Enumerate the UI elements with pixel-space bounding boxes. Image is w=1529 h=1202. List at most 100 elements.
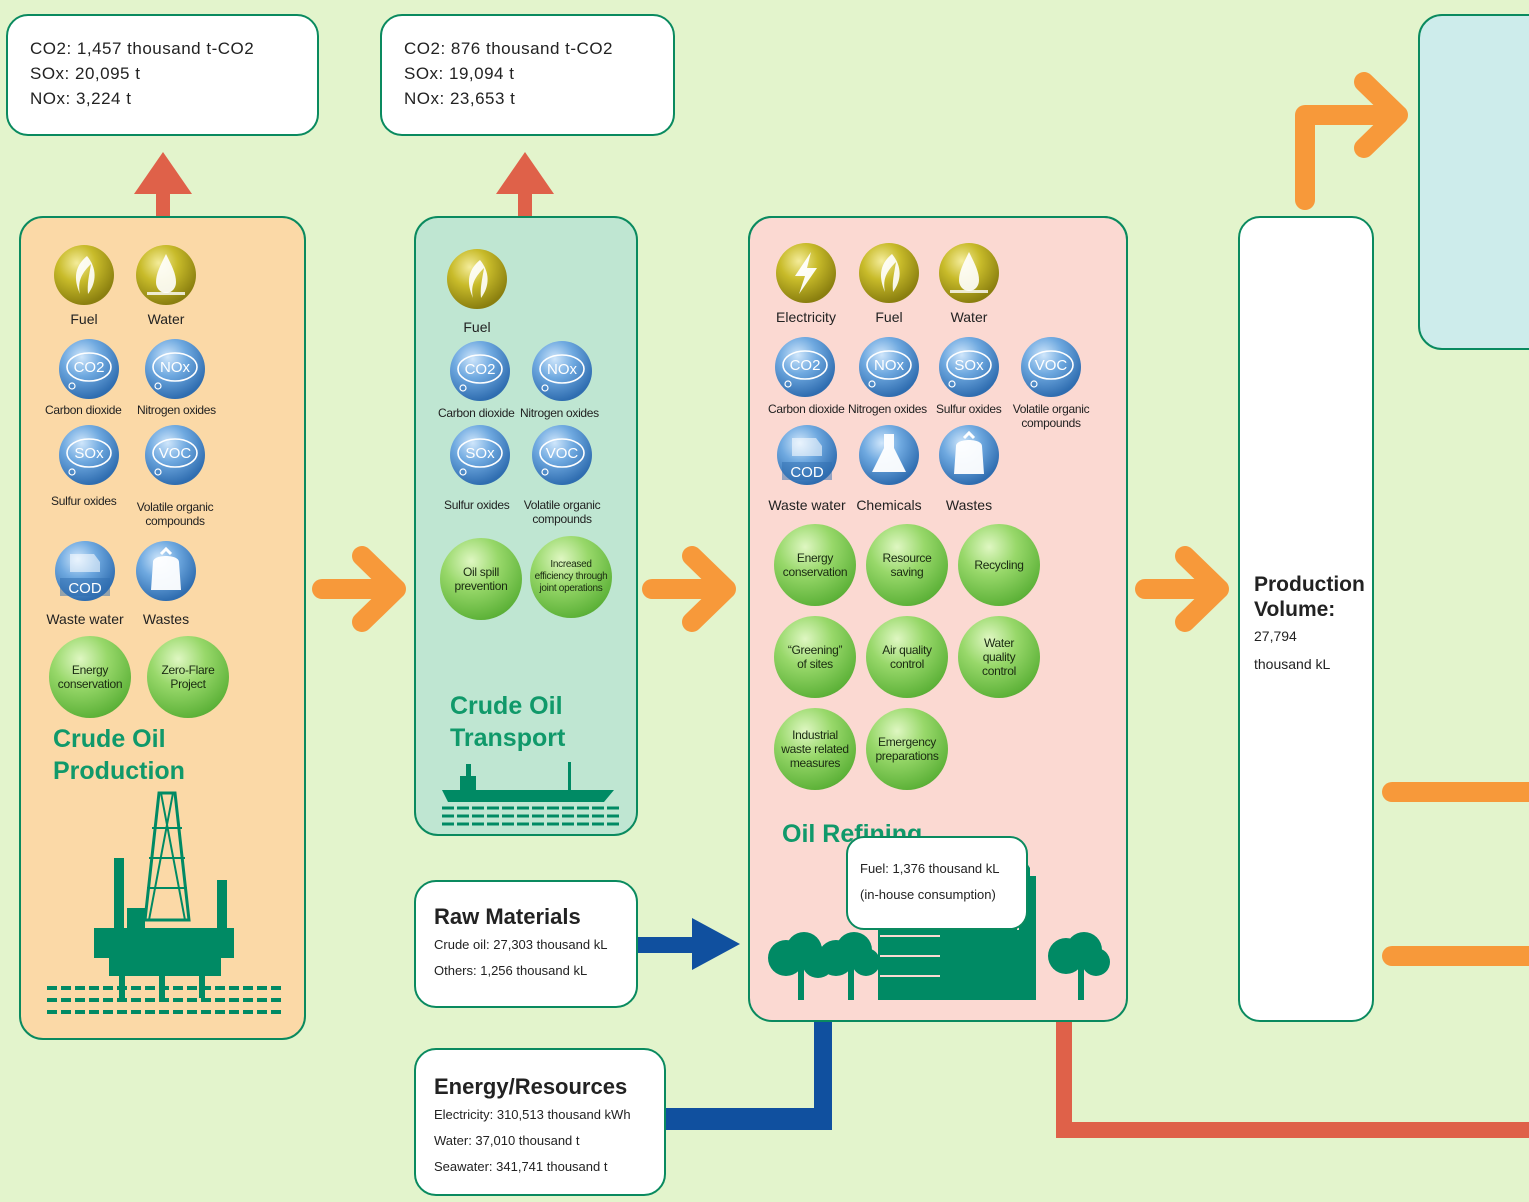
svg-text:NOx: NOx	[547, 361, 578, 378]
svg-text:COD: COD	[790, 464, 824, 481]
transport-carbon-dioxide-label: Carbon dioxide	[438, 406, 515, 420]
production-carbon-dioxide-label: Carbon dioxide	[45, 403, 122, 417]
electricity-item: Electricity	[764, 242, 848, 325]
sox-icon: SOx	[450, 425, 510, 485]
wastes-icon	[939, 425, 999, 485]
production-volume-unit: thousand kL	[1254, 656, 1331, 672]
chemicals-icon	[859, 425, 919, 485]
cod-icon: COD	[777, 425, 837, 485]
refining-co2-item: CO2	[760, 336, 850, 403]
fuel-icon	[447, 249, 507, 309]
crude-oil-transport-panel: Fuel CO2 NOx Carbon dioxide Nitrogen oxi…	[414, 216, 638, 836]
production-waste-water-item: COD Waste water	[37, 540, 133, 627]
transport-co2-item: CO2	[432, 340, 528, 407]
tree-icon	[768, 932, 1110, 1000]
voc-icon: VOC	[532, 425, 592, 485]
svg-text:SOx: SOx	[74, 445, 104, 462]
oil-rig-icon	[47, 791, 281, 1014]
co2-icon: CO2	[775, 337, 835, 397]
transport-nitrogen-oxides-label: Nitrogen oxides	[520, 406, 599, 420]
fuel-consumption-box: Fuel: 1,376 thousand kL (in-house consum…	[846, 836, 1028, 930]
production-fuel-item: Fuel	[49, 244, 119, 327]
wastes-icon	[136, 541, 196, 601]
production-voc-item: VOC	[127, 424, 223, 491]
fuel-icon	[54, 245, 114, 305]
tanker-icon	[442, 762, 622, 826]
svg-text:SOx: SOx	[465, 445, 495, 462]
svg-text:CO2: CO2	[790, 357, 821, 374]
svg-text:VOC: VOC	[546, 445, 579, 462]
transport-voc-item: VOC	[514, 424, 610, 491]
production-to-transport-arrow	[312, 546, 406, 632]
svg-text:CO2: CO2	[465, 361, 496, 378]
svg-text:VOC: VOC	[159, 445, 192, 462]
refining-to-volume-arrow	[1135, 546, 1229, 632]
water-icon	[939, 243, 999, 303]
co2-icon: CO2	[59, 339, 119, 399]
chemicals-item: Chemicals	[848, 424, 930, 513]
energy-resources-box: Energy/Resources Electricity: 310,513 th…	[414, 1048, 666, 1196]
energy-water: Water: 37,010 thousand t	[434, 1133, 580, 1148]
refining-waste-water-item: COD Waste water	[762, 424, 852, 513]
transport-fuel-item: Fuel	[442, 248, 512, 335]
refining-sox-item: SOx	[924, 336, 1014, 403]
fuel-consumption-note: (in-house consumption)	[860, 887, 996, 902]
transport-nox-emission: NOx: 23,653 t	[404, 89, 516, 108]
volume-to-output-arrow	[1295, 72, 1408, 210]
production-wastes-item: Wastes	[131, 540, 201, 627]
recycling-badge: Recycling	[958, 524, 1040, 606]
transport-sox-emission: SOx: 19,094 t	[404, 64, 515, 83]
transport-emissions-box: CO2: 876 thousand t-CO2 SOx: 19,094 t NO…	[380, 14, 675, 136]
production-volume-value: 27,794	[1254, 628, 1297, 644]
transport-sulfur-oxides-label: Sulfur oxides	[444, 498, 510, 512]
production-sox-item: SOx	[41, 424, 137, 491]
nox-icon: NOx	[532, 341, 592, 401]
transport-nox-item: NOx	[514, 340, 610, 407]
nox-icon: NOx	[145, 339, 205, 399]
nox-icon: NOx	[859, 337, 919, 397]
production-sulfur-oxides-label: Sulfur oxides	[51, 494, 117, 508]
sox-icon: SOx	[939, 337, 999, 397]
greening-of-sites-badge: “Greening”of sites	[774, 616, 856, 698]
voc-icon: VOC	[145, 425, 205, 485]
raw-materials-title: Raw Materials	[434, 904, 581, 929]
fuel-icon	[859, 243, 919, 303]
co2-icon: CO2	[450, 341, 510, 401]
refining-voc-item: VOC	[1006, 336, 1096, 403]
refining-nox-item: NOx	[844, 336, 934, 403]
production-nox-emission: NOx: 3,224 t	[30, 89, 132, 108]
refining-nitrogen-oxides-label: Nitrogen oxides	[848, 402, 927, 416]
energy-seawater: Seawater: 341,741 thousand t	[434, 1159, 608, 1174]
refining-fuel-item: Fuel	[854, 242, 924, 325]
production-water-item: Water	[131, 244, 201, 327]
transport-co2-emission: CO2: 876 thousand t-CO2	[404, 39, 614, 58]
production-emission-arrow	[134, 152, 192, 218]
svg-text:SOx: SOx	[954, 357, 984, 374]
fuel-consumption-amount: Fuel: 1,376 thousand kL	[860, 861, 1000, 876]
refining-sulfur-oxides-label: Sulfur oxides	[936, 402, 1002, 416]
transport-sox-item: SOx	[432, 424, 528, 491]
svg-text:NOx: NOx	[160, 359, 191, 376]
production-co2-emission: CO2: 1,457 thousand t-CO2	[30, 39, 255, 58]
voc-icon: VOC	[1021, 337, 1081, 397]
energy-electricity: Electricity: 310,513 thousand kWh	[434, 1107, 631, 1122]
raw-materials-arrow	[636, 918, 740, 970]
raw-materials-others: Others: 1,256 thousand kL	[434, 963, 588, 978]
energy-resources-title: Energy/Resources	[434, 1074, 628, 1099]
production-nox-item: NOx	[127, 338, 223, 405]
